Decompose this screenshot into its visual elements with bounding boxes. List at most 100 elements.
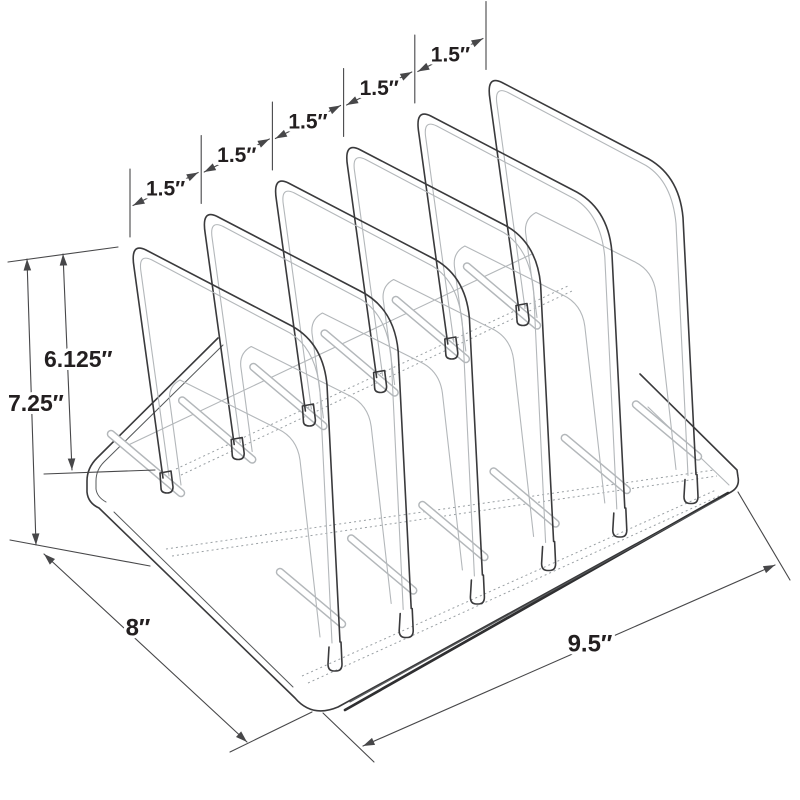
divider-outline <box>417 113 626 509</box>
divider-arch-cutout <box>240 345 392 605</box>
width-dimension: 9.5″ <box>322 491 791 763</box>
dimension-arrowhead <box>59 254 68 266</box>
divider-outline <box>346 146 555 543</box>
dimension-arrowhead <box>328 105 341 115</box>
line-art <box>86 79 740 712</box>
back-tab <box>372 369 388 394</box>
dimension-label-spacing: 1.5″ <box>360 77 399 100</box>
dimension-line-spacing <box>346 71 413 106</box>
dimension-label-divider-height: 6.125″ <box>44 346 113 372</box>
dimension-arrowhead <box>471 38 483 48</box>
back-foot-bar-core <box>108 431 184 496</box>
front-tab <box>540 540 557 572</box>
divider-arch-cutout <box>382 278 535 538</box>
front-tab <box>611 507 628 538</box>
front-foot-bar-core <box>348 535 416 594</box>
divider-6 <box>462 79 703 505</box>
dimension-arrowhead <box>204 163 217 172</box>
back-foot-bar-core <box>392 297 469 362</box>
back-tab <box>230 436 245 461</box>
extension-line <box>229 711 313 753</box>
divider-outline <box>274 180 484 576</box>
depth-dimension: 8″ <box>43 553 313 753</box>
dimension-label-spacing: 1.5″ <box>217 144 256 167</box>
dimension-arrowhead <box>363 737 376 746</box>
dimension-line-spacing <box>274 104 342 140</box>
divider-far-edge <box>495 90 689 477</box>
dimension-arrowhead <box>67 458 76 470</box>
divider-height-dimension: 6.125″ <box>41 253 156 475</box>
total-height-dimension: 7.25″ <box>5 246 151 567</box>
front-foot-bar-core <box>633 401 701 460</box>
divider-arch-cutout <box>524 211 677 471</box>
dimension-label-spacing: 1.5″ <box>288 111 327 134</box>
back-tab <box>159 470 174 494</box>
dimension-arrowhead <box>762 565 775 574</box>
bend-line-2 <box>171 475 718 557</box>
divider-far-edge <box>139 257 333 644</box>
base <box>86 253 740 712</box>
back-foot-bar-core <box>464 263 540 329</box>
dimension-line-spacing <box>417 37 484 73</box>
dimension-line-total-height <box>26 258 37 546</box>
front-foot-bar-core <box>419 502 488 560</box>
dimension-arrowhead <box>235 731 247 742</box>
base-outline <box>86 337 740 712</box>
dimension-label-depth: 8″ <box>126 615 151 642</box>
dimension-label-spacing: 1.5″ <box>146 178 185 201</box>
front-foot-bar-core <box>277 569 345 627</box>
front-tab <box>683 473 699 505</box>
dimension-arrowhead <box>417 62 430 72</box>
divider-outline <box>132 247 341 643</box>
front-tab <box>327 641 343 672</box>
front-bend-line-2 <box>307 495 720 684</box>
dimension-label-total-height: 7.25″ <box>8 390 64 416</box>
divider-2 <box>177 213 418 639</box>
back-foot-bar-core <box>250 364 327 429</box>
back-tab <box>301 403 317 427</box>
dimension-line-width <box>362 564 776 747</box>
dimension-arrowhead <box>346 96 359 105</box>
divider-5 <box>391 113 632 538</box>
step-inner-line <box>95 344 224 503</box>
extension-line <box>9 539 151 567</box>
platform-rear-edge <box>121 253 533 449</box>
dimension-arrowhead <box>399 72 412 81</box>
dimension-arrowhead <box>23 259 32 271</box>
lip-inner-line <box>113 511 294 688</box>
divider-4 <box>320 146 560 572</box>
dimension-annotations: 1.5″ 1.5″ 1.5″ 1.5″ 1.5″ 7.25″ 6.125″ 8″ 9.5″ <box>5 0 791 763</box>
bend-line-1 <box>165 469 715 550</box>
divider-far-edge <box>211 224 404 611</box>
dimension-label-spacing: 1.5″ <box>431 44 470 67</box>
dimension-arrowhead <box>275 129 288 139</box>
divider-1 <box>106 247 347 672</box>
front-foot-bar-core <box>490 468 559 527</box>
divider-far-edge <box>353 157 547 544</box>
front-inner-line <box>349 495 726 703</box>
front-bend-line-1 <box>301 489 717 677</box>
extension-line <box>43 469 156 475</box>
divider-arch-cutout <box>168 379 321 638</box>
back-foot-bar-core <box>321 330 398 396</box>
dimension-arrowhead <box>257 139 270 148</box>
dimension-line-spacing <box>132 171 199 207</box>
back-foot-bar-core <box>179 397 255 463</box>
divider-outline <box>488 79 697 476</box>
spacing-dimensions: 1.5″ 1.5″ 1.5″ 1.5″ 1.5″ <box>129 0 487 238</box>
dimension-label-width: 9.5″ <box>568 631 613 658</box>
front-tab <box>398 607 414 639</box>
dimension-line-depth <box>43 553 248 743</box>
divider-arch-cutout <box>311 312 463 571</box>
divider-outline <box>203 213 412 610</box>
extension-line <box>322 712 375 763</box>
dimension-arrowhead <box>186 172 199 182</box>
divider-far-edge <box>282 190 475 577</box>
platform-slot-line-2 <box>180 290 573 476</box>
dimension-arrowhead <box>133 196 145 206</box>
divider-arch-cutout <box>453 245 606 504</box>
dimension-arrowhead <box>44 554 56 565</box>
divider-3 <box>249 180 489 605</box>
